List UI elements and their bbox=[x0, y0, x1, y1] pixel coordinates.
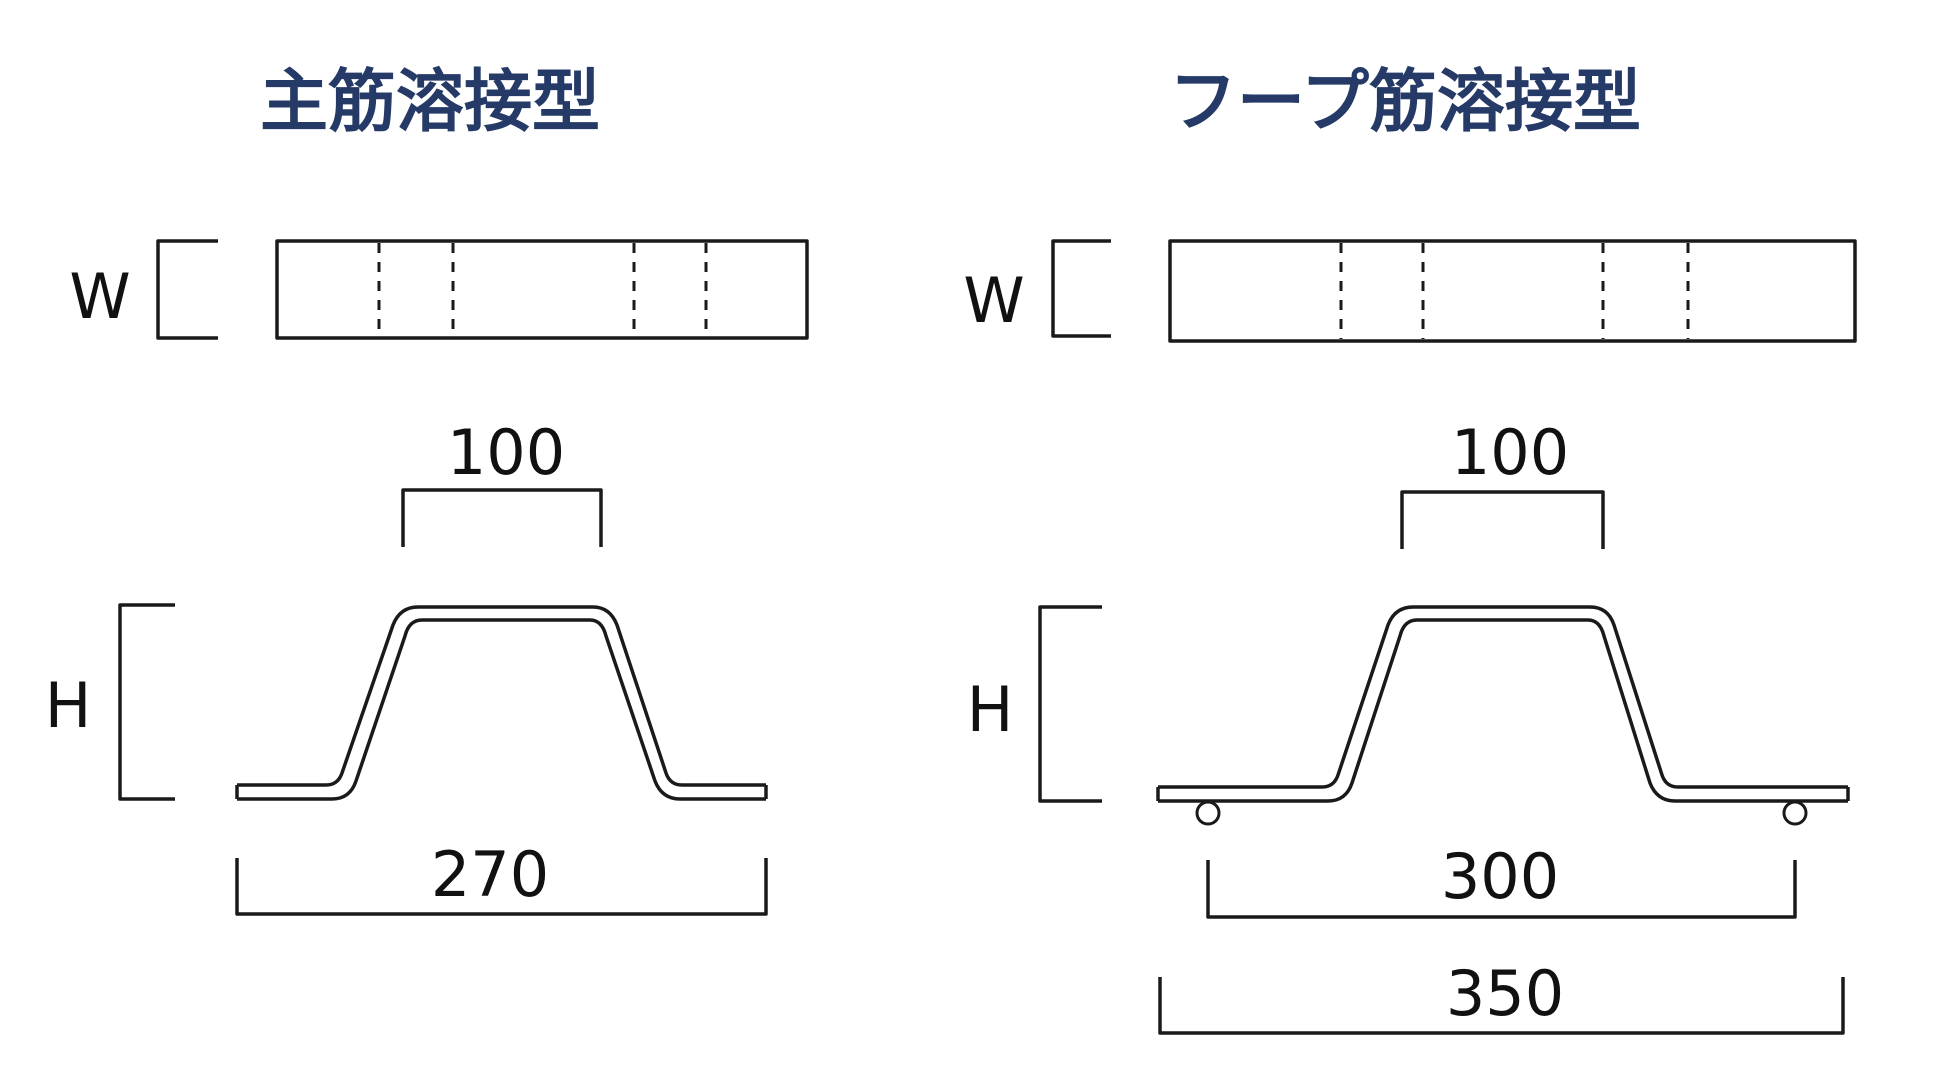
right-plan-rectangle bbox=[1168, 239, 1857, 343]
left-bottom-width-bracket bbox=[235, 858, 768, 916]
right-w-bracket bbox=[1051, 239, 1111, 338]
hoop-bar-right bbox=[1782, 800, 1808, 826]
right-plate-profile-outer bbox=[1158, 605, 1848, 789]
left-top-width-bracket bbox=[401, 488, 603, 547]
left-plan-rectangle bbox=[275, 239, 809, 340]
main-rebar-welded-title: 主筋溶接型 bbox=[260, 63, 600, 142]
right-inner-width-bracket bbox=[1206, 860, 1797, 919]
right-top-width-label: 100 bbox=[1451, 416, 1569, 489]
hoop-welded-title: フープ筋溶接型 bbox=[1169, 63, 1641, 142]
right-w-label: W bbox=[963, 264, 1024, 337]
right-outer-width-label: 350 bbox=[1446, 957, 1564, 1030]
left-bottom-width-label: 270 bbox=[431, 838, 549, 911]
right-top-width-bracket bbox=[1400, 490, 1605, 549]
left-top-width-label: 100 bbox=[447, 416, 565, 489]
right-outer-width-bracket bbox=[1158, 977, 1845, 1035]
right-h-label: H bbox=[967, 673, 1014, 746]
right-inner-width-label: 300 bbox=[1441, 840, 1559, 913]
right-h-bracket bbox=[1038, 605, 1102, 803]
left-w-label: W bbox=[69, 260, 130, 333]
right-plate-profile-inner bbox=[1158, 618, 1848, 803]
left-plate-profile-outer bbox=[237, 605, 766, 787]
left-w-bracket bbox=[156, 239, 218, 340]
left-plate-profile-inner bbox=[237, 618, 766, 801]
hoop-welded-panel: フープ筋溶接型 W 100 H 300 350 bbox=[963, 63, 1857, 1035]
hoop-bar-left bbox=[1195, 800, 1221, 826]
left-h-label: H bbox=[45, 669, 92, 742]
left-h-bracket bbox=[118, 603, 175, 801]
main-rebar-welded-panel: 主筋溶接型 W 100 H 270 bbox=[45, 63, 809, 916]
